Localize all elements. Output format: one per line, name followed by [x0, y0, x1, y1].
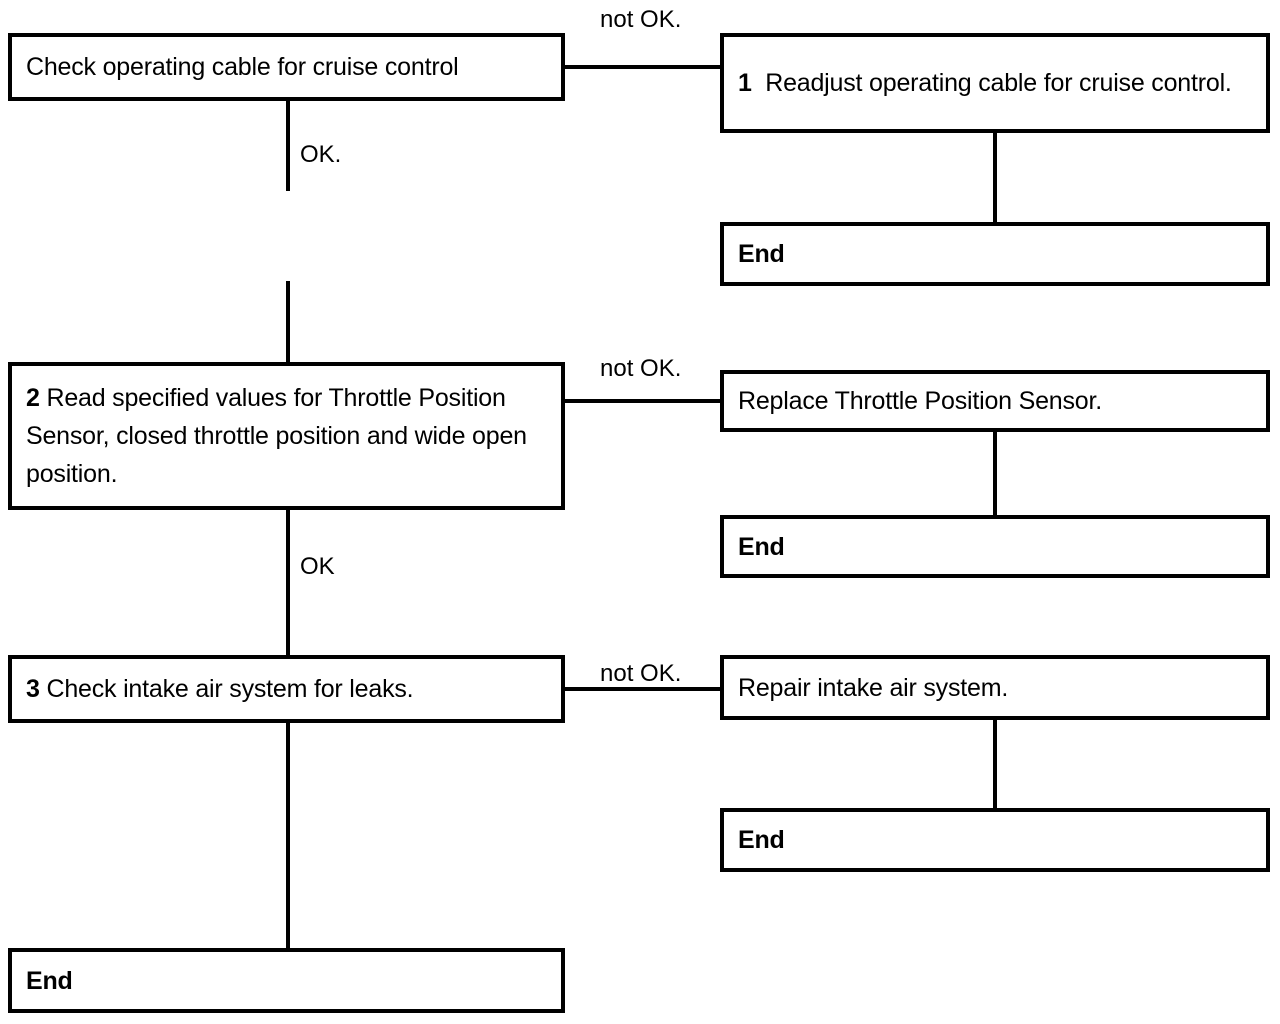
- connector-read-values-to-replace-tps: [561, 399, 724, 403]
- node-check-intake-air-system[interactable]: 3 Check intake air system for leaks.: [8, 655, 565, 723]
- node-end-1-label: End: [738, 240, 785, 268]
- node-repair-intake-air-system[interactable]: Repair intake air system.: [720, 655, 1270, 720]
- node-end-3[interactable]: End: [720, 808, 1270, 872]
- node-end-3-label: End: [738, 826, 785, 854]
- node-repair-intake-air-system-label: Repair intake air system.: [738, 673, 1009, 702]
- connector-repair-intake-to-end-3: [993, 716, 997, 812]
- node-check-operating-cable-label: Check operating cable for cruise control: [26, 53, 459, 81]
- node-check-intake-air-system-step: 3: [26, 675, 40, 703]
- edge-label-ok-1: OK.: [300, 141, 342, 168]
- node-replace-throttle-position-sensor[interactable]: Replace Throttle Position Sensor.: [720, 370, 1270, 432]
- node-end-left[interactable]: End: [8, 948, 565, 1013]
- node-readjust-operating-cable[interactable]: 1 Readjust operating cable for cruise co…: [720, 33, 1270, 133]
- node-read-specified-values-text: Read specified values for Throttle Posit…: [26, 384, 527, 488]
- connector-check-intake-to-repair-intake: [561, 687, 724, 691]
- connector-read-values-to-check-intake: [286, 506, 290, 659]
- connector-replace-tps-to-end-2: [993, 428, 997, 519]
- node-end-1[interactable]: End: [720, 222, 1270, 286]
- edge-label-ok-2: OK: [300, 553, 335, 580]
- connector-readjust-to-end-1: [993, 129, 997, 226]
- node-replace-throttle-position-sensor-label: Replace Throttle Position Sensor.: [738, 387, 1102, 415]
- connector-check-cable-down-lower: [286, 281, 290, 366]
- connector-check-intake-to-end-left: [286, 719, 290, 952]
- node-end-2-label: End: [738, 532, 785, 561]
- edge-label-not-ok-3: not OK.: [600, 660, 682, 687]
- node-read-specified-values-step: 2: [26, 384, 40, 412]
- connector-check-cable-down-upper: [286, 99, 290, 191]
- node-readjust-operating-cable-step: 1: [738, 69, 752, 97]
- node-readjust-operating-cable-label: 1 Readjust operating cable for cruise co…: [724, 64, 1266, 102]
- node-check-intake-air-system-label: 3 Check intake air system for leaks.: [12, 670, 561, 708]
- node-read-specified-values[interactable]: 2 Read specified values for Throttle Pos…: [8, 362, 565, 510]
- node-read-specified-values-label: 2 Read specified values for Throttle Pos…: [12, 379, 561, 493]
- node-end-2[interactable]: End: [720, 515, 1270, 578]
- edge-label-not-ok-2: not OK.: [600, 355, 682, 382]
- edge-label-not-ok-1: not OK.: [600, 6, 682, 33]
- node-check-intake-air-system-text: Check intake air system for leaks.: [46, 675, 414, 703]
- node-end-left-label: End: [26, 966, 73, 995]
- connector-check-cable-to-readjust: [561, 65, 724, 69]
- node-readjust-operating-cable-text: Readjust operating cable for cruise cont…: [765, 69, 1232, 97]
- node-check-operating-cable[interactable]: Check operating cable for cruise control: [8, 33, 565, 101]
